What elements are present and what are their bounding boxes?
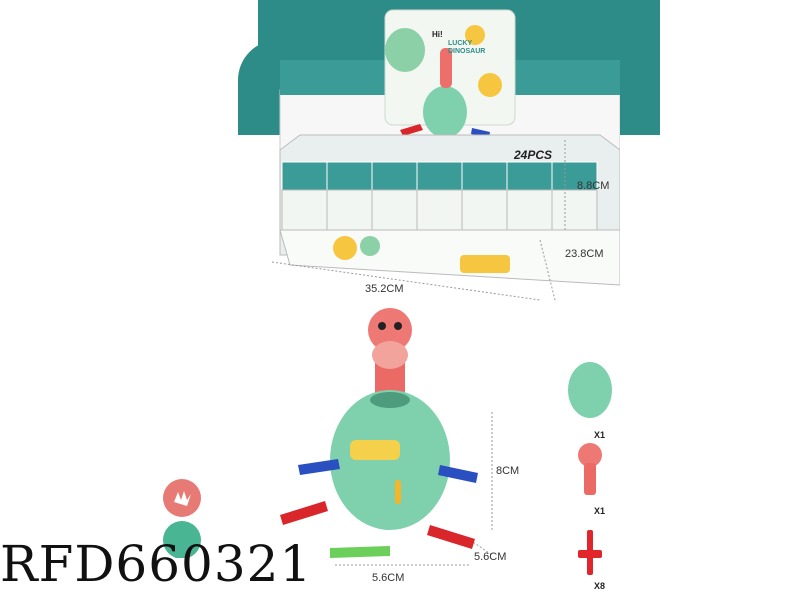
safety-badges	[163, 479, 201, 558]
display-height-label: 8.8CM	[577, 180, 610, 192]
parts-list	[568, 362, 612, 575]
box-brand-label: LUCKY DINOSAUR	[448, 40, 486, 55]
sword-qty: X8	[594, 581, 606, 591]
dino-mascot-icon	[385, 28, 425, 72]
toy-depth-label: 5.6CM	[474, 551, 507, 563]
display-depth-label: 23.8CM	[565, 248, 604, 260]
display-box-illustration	[279, 9, 620, 286]
toy-height-label: 8CM	[496, 465, 520, 477]
pirate-barrel-toy	[280, 308, 478, 558]
duck-mascot-icon	[465, 25, 485, 45]
display-width-label: 35.2CM	[365, 283, 404, 295]
eco-badge-icon	[163, 521, 201, 558]
dinosaur-part-icon	[578, 443, 602, 495]
sword-part-icon	[578, 530, 602, 575]
product-sku: RFD660321	[0, 535, 313, 593]
dinosaur-qty: X1	[594, 506, 606, 516]
toy-width-label: 5.6CM	[372, 572, 405, 584]
barrel-part-icon	[568, 362, 612, 418]
barrel-qty: X1	[594, 430, 606, 440]
box-count-label: 24PCS	[514, 148, 553, 162]
box-greeting: Hi!	[432, 30, 443, 39]
